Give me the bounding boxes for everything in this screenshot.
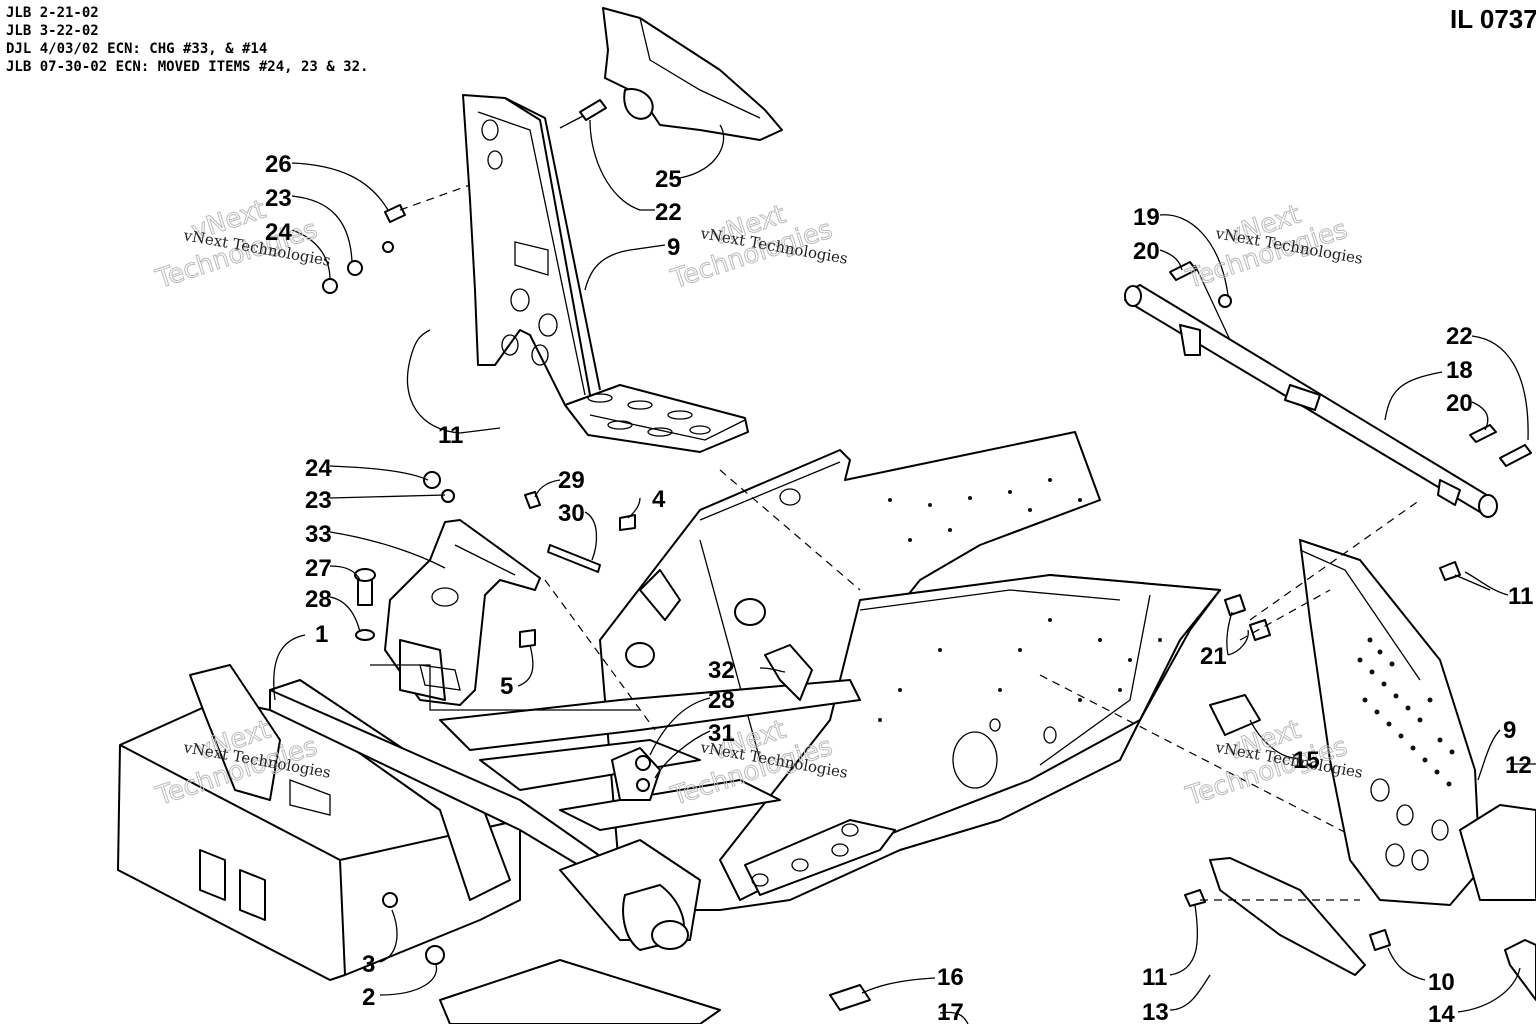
callout-3: 3 [362,951,375,978]
callout-13: 13 [1142,999,1169,1024]
revision-note: JLB 2-21-02 [6,5,99,21]
revision-note: JLB 07-30-02 ECN: MOVED ITEMS #24, 23 & … [6,59,369,75]
callout-12: 12 [1505,752,1532,779]
callout-15: 15 [1293,747,1320,774]
callout-27: 27 [305,555,332,582]
callout-16: 16 [937,964,964,991]
steering-bracket [354,471,813,801]
steering-post [1124,261,1532,518]
footrest-bracket-right [829,499,1536,1011]
callout-22: 22 [655,199,682,226]
callout-11: 11 [1508,583,1533,610]
callout-17: 17 [937,999,964,1024]
callout-20: 20 [1133,238,1160,265]
callout-18: 18 [1446,357,1473,384]
illustration-number: IL 0737 [1450,4,1536,34]
front-bulkhead [117,664,721,1024]
footrest-bracket-left [462,94,749,453]
callout-23: 23 [305,487,332,514]
callout-14: 14 [1428,1001,1455,1024]
callout-22: 22 [1446,323,1473,350]
callout-26: 26 [265,151,292,178]
callout-9: 9 [667,234,680,261]
callout-28: 28 [708,687,735,714]
revision-note: JLB 3-22-02 [6,23,99,39]
callout-25: 25 [655,166,682,193]
watermark-upper-center: Technologies vNext vNext Technologies [666,199,849,295]
callout-1: 1 [315,621,328,648]
callout-2: 2 [362,984,375,1011]
callout-4: 4 [652,486,666,513]
callout-19: 19 [1133,204,1160,231]
callout-33: 33 [305,521,332,548]
bolt-22-top [559,99,607,129]
callout-28: 28 [305,586,332,613]
callout-23: 23 [265,185,292,212]
callout-20: 20 [1446,390,1473,417]
callout-24: 24 [305,455,332,482]
callout-24: 24 [265,219,292,246]
callout-32: 32 [708,657,735,684]
callout-9: 9 [1503,717,1516,744]
leader-lines [273,119,1536,1024]
watermark-upper-right: Technologies vNext vNext Technologies [1181,199,1364,295]
revision-note: DJL 4/03/02 ECN: CHG #33, & #14 [6,41,268,57]
callout-11: 11 [438,422,463,449]
callout-5: 5 [500,673,513,700]
airbox-part [602,7,783,141]
callout-29: 29 [558,467,585,494]
watermark-upper-left: Technologies vNext vNext Technologies [151,194,332,295]
revision-notes: JLB 2-21-02 JLB 3-22-02 DJL 4/03/02 ECN:… [6,4,368,76]
callout-30: 30 [558,500,585,527]
callout-31: 31 [708,720,735,747]
callout-10: 10 [1428,969,1455,996]
callout-11: 11 [1142,964,1167,991]
callout-labels: 26 23 24 25 22 9 11 24 23 29 30 4 33 27 … [265,151,1533,1024]
fastener-stack-upper-left [322,184,471,294]
callout-21: 21 [1200,643,1227,670]
